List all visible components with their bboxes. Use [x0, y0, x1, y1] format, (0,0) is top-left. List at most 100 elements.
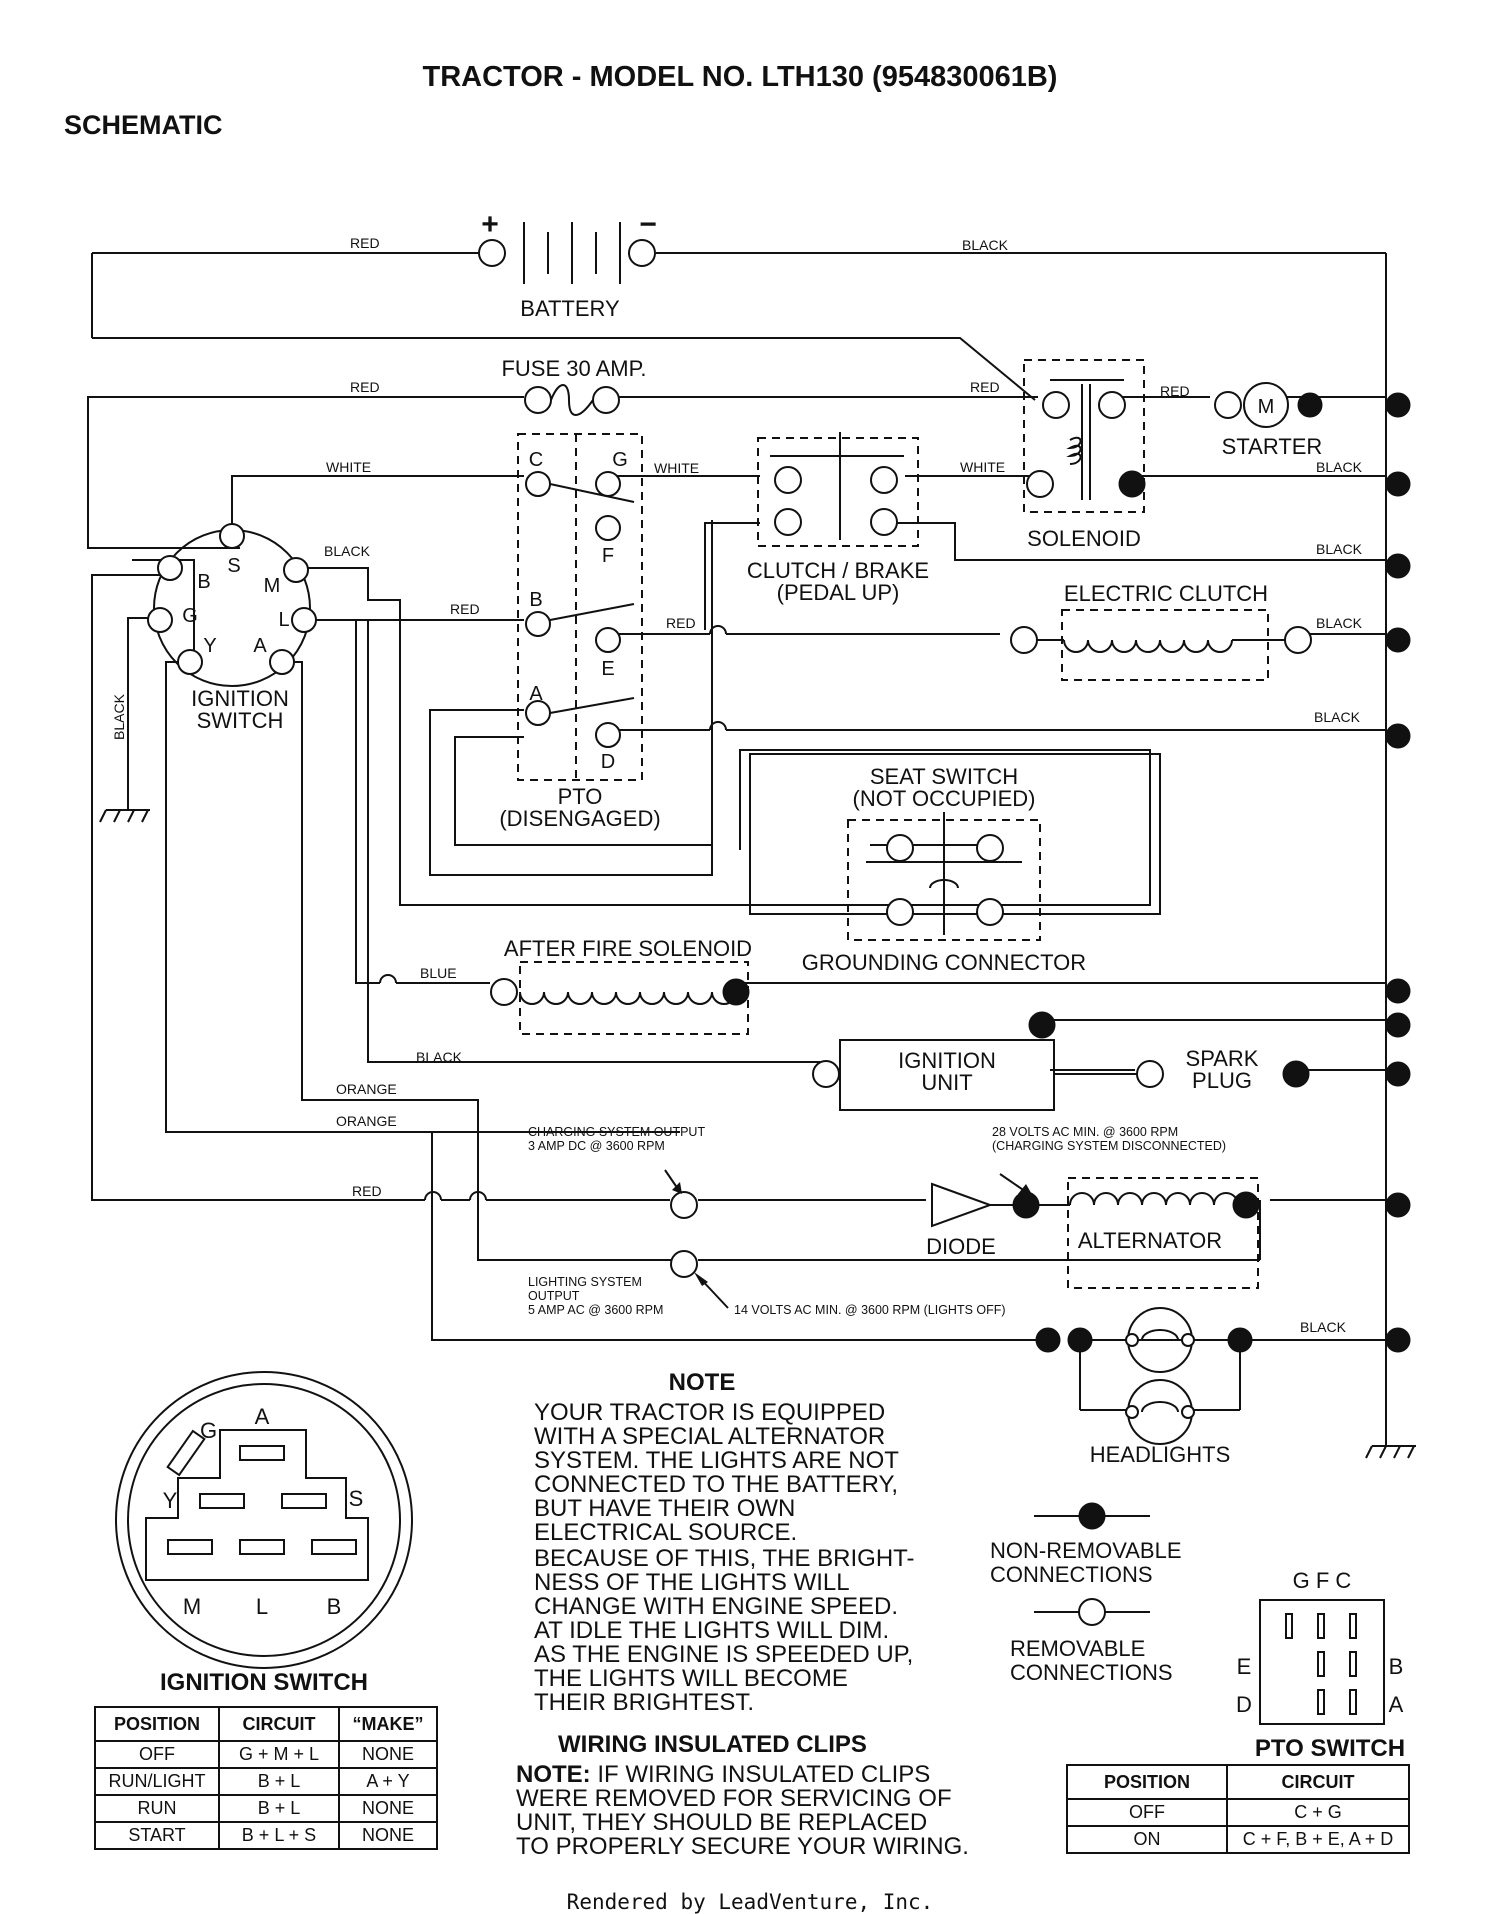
table-row: ON C + F, B + E, A + D	[1066, 1825, 1410, 1854]
pto-label-sub: (DISENGAGED)	[499, 806, 660, 831]
note-line: ELECTRICAL SOURCE.	[534, 1519, 797, 1546]
wire-labels: RED BLACK RED RED RED WHITE WHITE WHITE …	[111, 235, 1363, 1335]
clips-line-2: WERE REMOVED FOR SERVICING OF	[516, 1785, 952, 1812]
table-row: RUN/LIGHT B + L A + Y	[94, 1767, 438, 1796]
page-subtitle: SCHEMATIC	[64, 110, 223, 140]
pto-switch-title: PTO SWITCH	[1255, 1735, 1405, 1762]
pto-term-f: F	[602, 545, 614, 567]
table-header: POSITION	[1066, 1764, 1228, 1800]
table-cell: OFF	[1066, 1798, 1228, 1827]
lighting-note-1: LIGHTING SYSTEM	[528, 1275, 642, 1289]
ign-face-b: B	[327, 1594, 342, 1619]
ign-face-y: Y	[163, 1488, 178, 1513]
table-row: START B + L + S NONE	[94, 1821, 438, 1850]
clips-line-3: UNIT, THEY SHOULD BE REPLACED	[516, 1809, 927, 1836]
ign-term-a: A	[253, 635, 267, 657]
solenoid: SOLENOID	[1023, 359, 1146, 551]
wire-label-black: BLACK	[1316, 459, 1363, 475]
wire-label-black: BLACK	[324, 543, 371, 559]
clips-note-bold: NOTE:	[516, 1761, 591, 1788]
pto-term-a: A	[529, 683, 543, 705]
note-line: THEIR BRIGHTEST.	[534, 1689, 754, 1716]
electric-clutch: ELECTRIC CLUTCH	[1010, 581, 1312, 681]
wire-label-black: BLACK	[1300, 1319, 1347, 1335]
ignition-switch-table: POSITION CIRCUIT “MAKE” OFF G + M + L NO…	[94, 1706, 438, 1850]
ign-term-g: G	[182, 605, 198, 627]
charging-note-2: 3 AMP DC @ 3600 RPM	[528, 1139, 665, 1153]
headlights: HEADLIGHTS	[1035, 1307, 1253, 1467]
wire-label-red: RED	[352, 1183, 382, 1199]
table-cell: ON	[1066, 1825, 1228, 1854]
ign-face-l: L	[256, 1594, 268, 1619]
pto-term-b: B	[529, 589, 542, 611]
footer-credit: Rendered by LeadVenture, Inc.	[566, 1890, 934, 1914]
note-line: BECAUSE OF THIS, THE BRIGHT-	[534, 1545, 915, 1572]
wire-label-orange: ORANGE	[336, 1081, 397, 1097]
table-header: POSITION	[94, 1706, 220, 1742]
pto-label: PTO	[558, 784, 603, 809]
ign-face-a: A	[255, 1404, 270, 1429]
table-cell: G + M + L	[218, 1740, 340, 1769]
table-header-row: POSITION CIRCUIT	[1066, 1764, 1410, 1800]
battery: + − BATTERY	[478, 208, 657, 321]
table-cell: A + Y	[338, 1767, 438, 1796]
pto-face-b: B	[1389, 1654, 1404, 1679]
table-cell: C + F, B + E, A + D	[1226, 1825, 1410, 1854]
table-header: CIRCUIT	[1226, 1764, 1410, 1800]
ign-term-s: S	[227, 555, 240, 577]
table-cell: RUN/LIGHT	[94, 1767, 220, 1796]
table-cell: B + L + S	[218, 1821, 340, 1850]
ignition-switch-face: G A Y S M L B IGNITION SWITCH	[115, 1371, 413, 1696]
ign-face-s: S	[349, 1486, 364, 1511]
pto-switch-schematic: C G F B E A D PTO (DISENGAGED)	[499, 433, 661, 831]
after-fire-solenoid-label: AFTER FIRE SOLENOID	[504, 936, 752, 961]
note-line: NESS OF THE LIGHTS WILL	[534, 1569, 850, 1596]
seat-switch-label: SEAT SWITCH	[870, 764, 1018, 789]
table-cell: RUN	[94, 1794, 220, 1823]
wire-label-white: WHITE	[326, 459, 371, 475]
pto-face-top-letters: G F C	[1293, 1568, 1352, 1593]
ignition-switch-label: IGNITION	[191, 686, 289, 711]
ign-term-y: Y	[203, 635, 216, 657]
volts14-note: 14 VOLTS AC MIN. @ 3600 RPM (LIGHTS OFF)	[734, 1303, 1006, 1317]
spark-plug-label-sub: PLUG	[1192, 1068, 1252, 1093]
clutch-brake-label-sub: (PEDAL UP)	[777, 580, 900, 605]
ignition-switch-schematic: S M L A Y G B IGNITION SWITCH	[147, 523, 317, 733]
pto-term-d: D	[601, 751, 615, 773]
wire-label-white: WHITE	[654, 460, 699, 476]
volts28-note-1: 28 VOLTS AC MIN. @ 3600 RPM	[992, 1125, 1178, 1139]
pto-switch-face: G F C E D B A PTO SWITCH	[1236, 1568, 1405, 1762]
table-row: OFF C + G	[1066, 1798, 1410, 1827]
seat-switch: SEAT SWITCH (NOT OCCUPIED) GROUNDING CON…	[749, 753, 1161, 975]
legend-non-removable: NON-REMOVABLE	[990, 1538, 1182, 1563]
connection-legend: NON-REMOVABLE CONNECTIONS REMOVABLE CONN…	[990, 1502, 1182, 1685]
ign-term-m: M	[264, 575, 281, 597]
fuse-label: FUSE 30 AMP.	[501, 356, 646, 381]
page-title: TRACTOR - MODEL NO. LTH130 (954830061B)	[423, 61, 1058, 93]
note-line: CONNECTED TO THE BATTERY,	[534, 1471, 898, 1498]
wire-label-orange: ORANGE	[336, 1113, 397, 1129]
ignition-unit-label: IGNITION	[898, 1048, 996, 1073]
lighting-note-2: OUTPUT	[528, 1289, 580, 1303]
clutch-brake-label: CLUTCH / BRAKE	[747, 558, 929, 583]
ignition-switch-title: IGNITION SWITCH	[160, 1669, 368, 1696]
battery-minus: −	[639, 208, 657, 241]
note-line: THE LIGHTS WILL BECOME	[534, 1665, 848, 1692]
table-row: OFF G + M + L NONE	[94, 1740, 438, 1769]
note-line: CHANGE WITH ENGINE SPEED.	[534, 1593, 898, 1620]
fuse: FUSE 30 AMP.	[501, 356, 647, 416]
seat-switch-label-sub: (NOT OCCUPIED)	[853, 786, 1036, 811]
charging-note-1: CHARGING SYSTEM OUTPUT	[528, 1125, 705, 1139]
pto-term-g: G	[612, 449, 628, 471]
pto-switch-table: POSITION CIRCUIT OFF C + G ON C + F, B +…	[1066, 1764, 1410, 1854]
table-header: CIRCUIT	[218, 1706, 340, 1742]
legend-removable: REMOVABLE	[1010, 1636, 1145, 1661]
pto-face-a: A	[1389, 1692, 1404, 1717]
ignition-switch-label-sub: SWITCH	[197, 708, 284, 733]
table-cell: OFF	[94, 1740, 220, 1769]
ignition-unit-label-sub: UNIT	[921, 1070, 972, 1095]
table-cell: C + G	[1226, 1798, 1410, 1827]
wire-label-blue: BLUE	[420, 965, 457, 981]
alternator-label: ALTERNATOR	[1078, 1228, 1222, 1253]
